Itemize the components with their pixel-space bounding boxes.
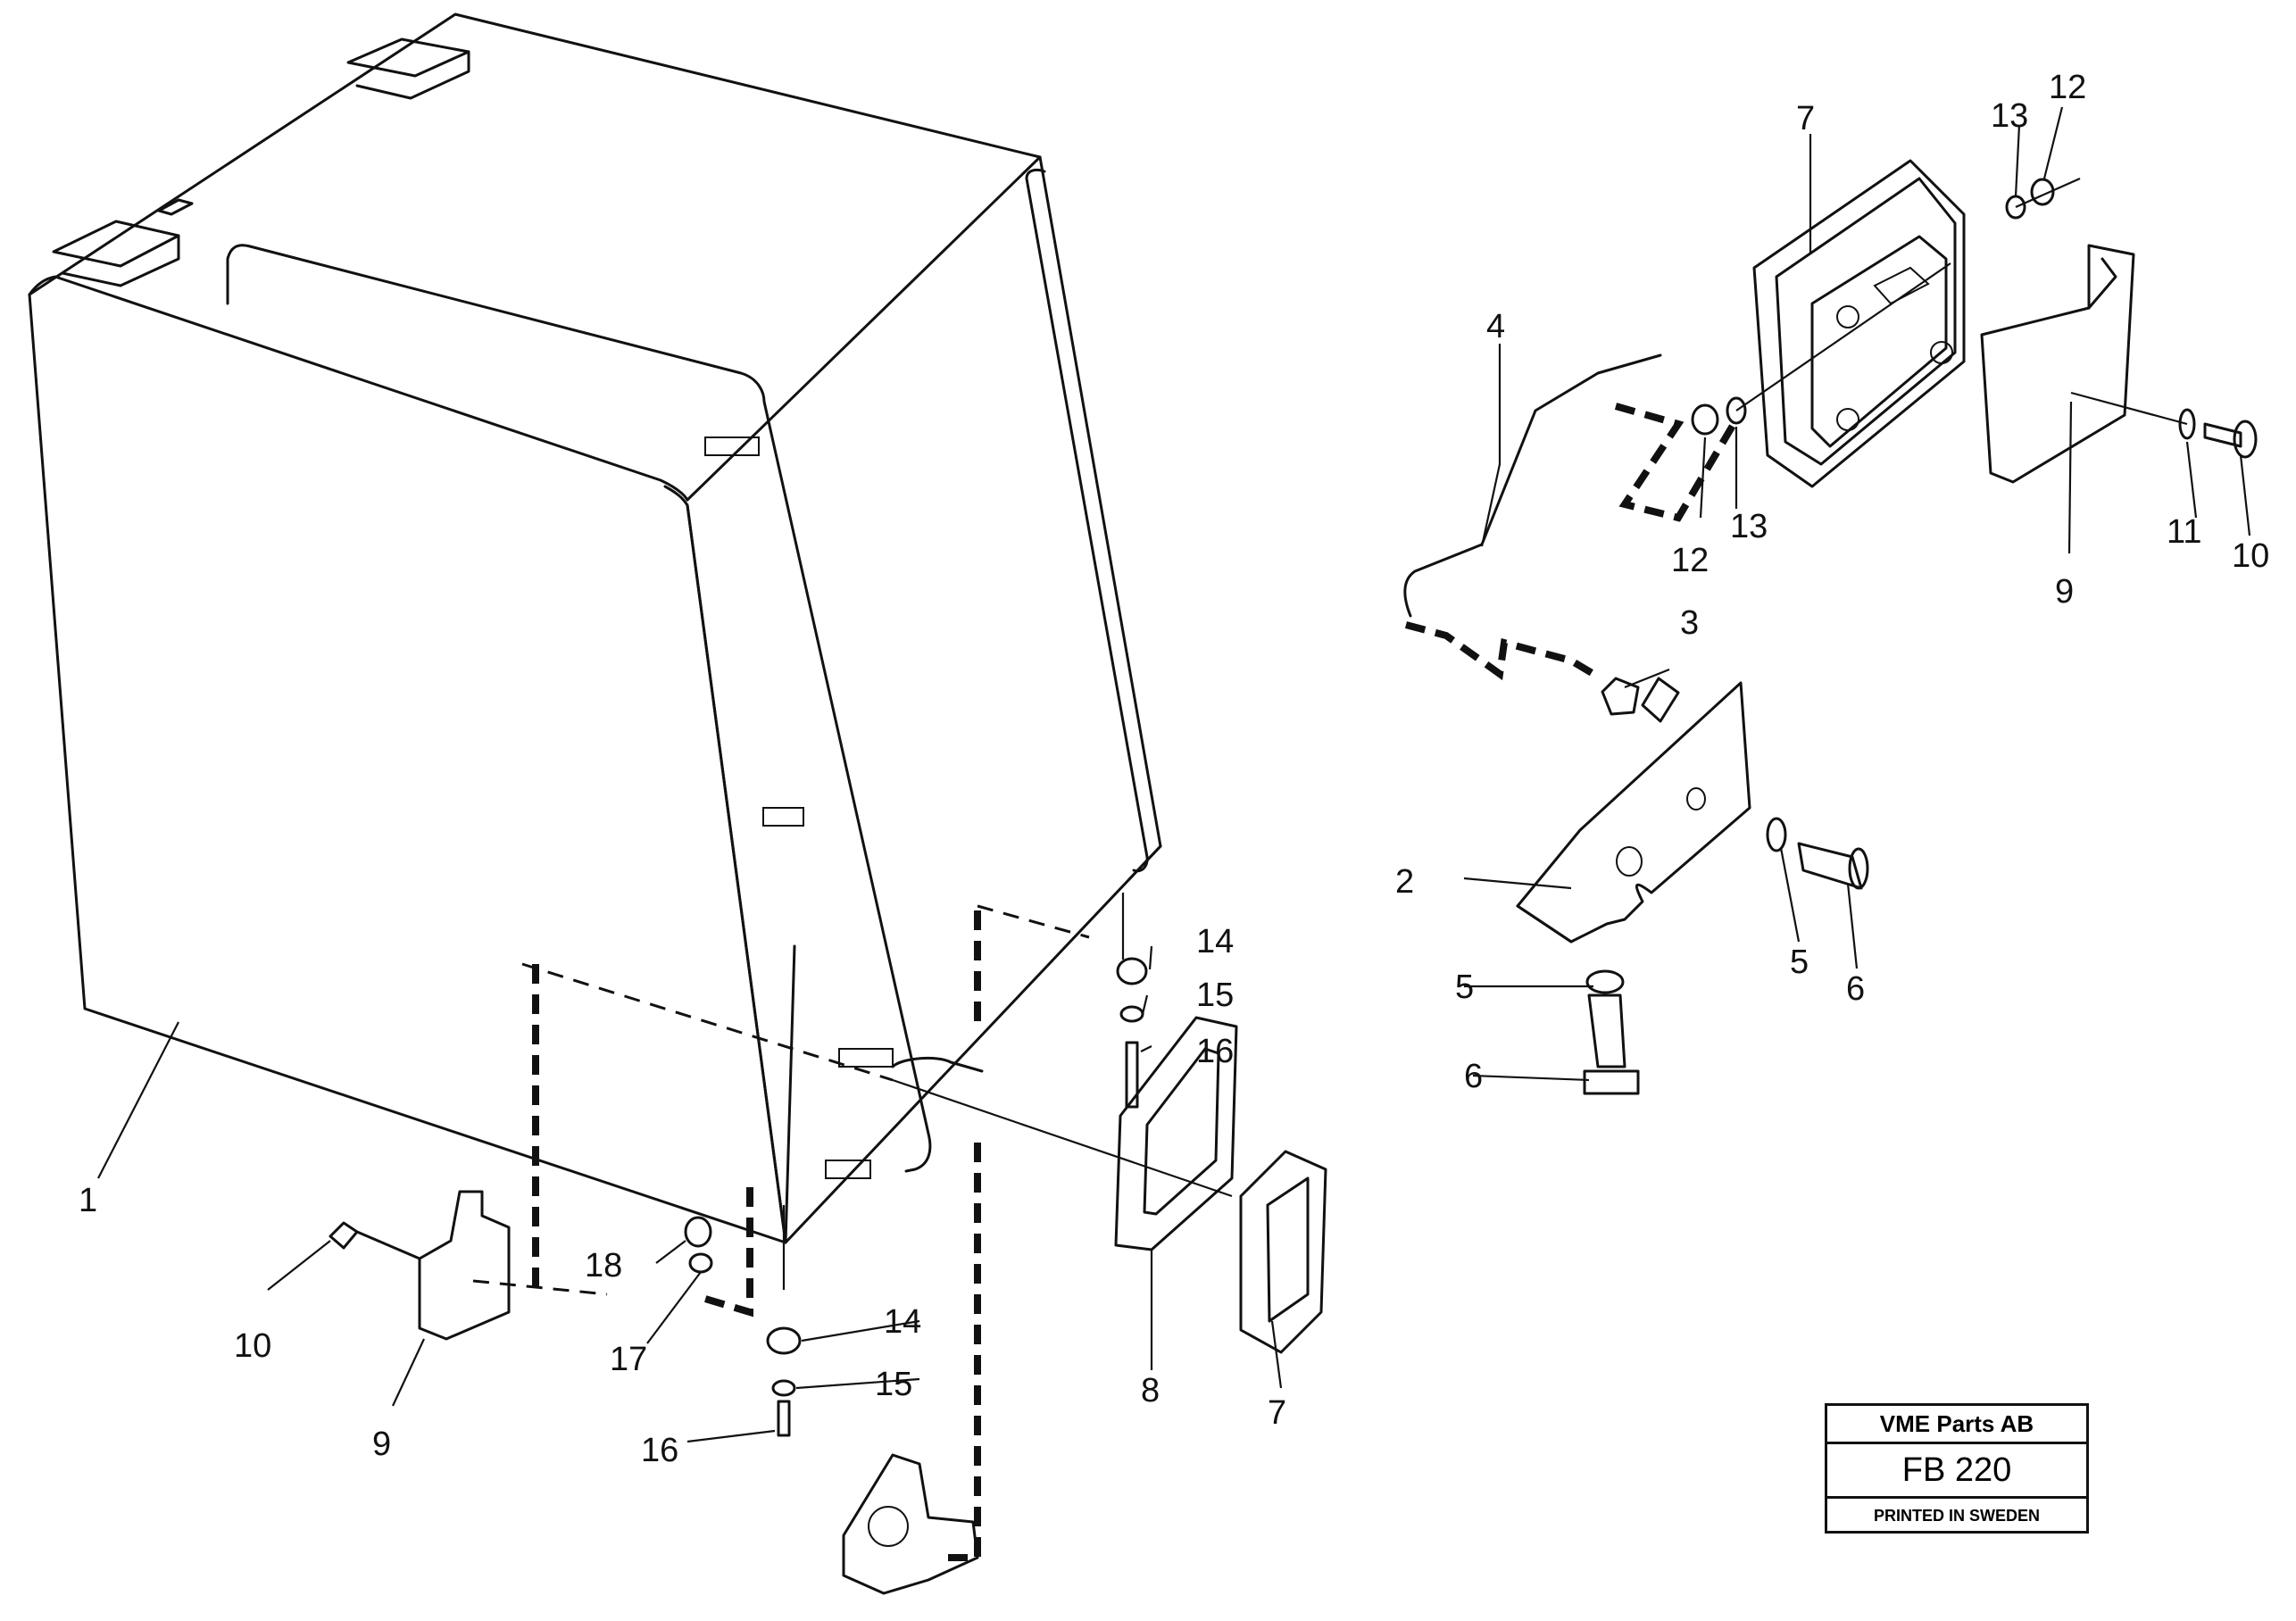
- callout-5-lower: 5: [1455, 968, 1474, 1006]
- callout-10-lower: 10: [234, 1327, 271, 1365]
- callout-16-lower: 16: [641, 1432, 678, 1469]
- plate-part-9-upper: [1980, 244, 2135, 484]
- washer-part-15-lower: [771, 1379, 796, 1397]
- callout-14-lower: 14: [884, 1303, 921, 1341]
- callout-16-upper: 16: [1196, 1033, 1234, 1070]
- callout-12-lower: 12: [1671, 542, 1709, 579]
- screw-part-16-upper: [1125, 1041, 1139, 1109]
- callout-9-upper: 9: [2055, 573, 2074, 611]
- callout-14-upper: 14: [1196, 923, 1234, 960]
- washer-part-15-upper: [1119, 1005, 1144, 1023]
- leader-lines: [97, 106, 2251, 1443]
- callout-15-upper: 15: [1196, 977, 1234, 1014]
- callout-10-upper: 10: [2232, 537, 2269, 575]
- screw-part-10-left: [329, 1221, 421, 1260]
- screw-part-16-lower: [777, 1400, 791, 1437]
- nut-part-12-upper: [2030, 178, 2055, 206]
- callout-5-right: 5: [1790, 944, 1809, 981]
- bolt-part-6-lower: [1583, 993, 1640, 1095]
- callout-17: 17: [610, 1341, 647, 1378]
- callout-6-lower: 6: [1464, 1058, 1483, 1095]
- screw-part-10-right: [2203, 420, 2258, 459]
- callout-9-lower: 9: [372, 1426, 391, 1463]
- washer-part-5-right: [1766, 817, 1787, 852]
- company-name: VME Parts AB: [1827, 1406, 2086, 1444]
- rod-part-4: [1403, 353, 1662, 618]
- callout-13-lower: 13: [1730, 508, 1768, 545]
- title-block: VME Parts AB FB 220 PRINTED IN SWEDEN: [1825, 1403, 2089, 1534]
- callout-7-upper: 7: [1796, 100, 1815, 137]
- washer-part-11: [2178, 408, 2196, 440]
- callout-1: 1: [79, 1182, 97, 1219]
- washer-part-17: [688, 1252, 713, 1274]
- printed-note: PRINTED IN SWEDEN: [1873, 1507, 2040, 1525]
- assembly-guide-lines: [472, 403, 1740, 1561]
- nut-part-12-lower: [1691, 403, 1719, 436]
- diagram-code: FB 220: [1827, 1444, 2086, 1499]
- holder-part-7-upper: [1752, 159, 1966, 488]
- callout-8: 8: [1141, 1372, 1160, 1409]
- callout-18: 18: [585, 1247, 622, 1284]
- callout-7-lower: 7: [1268, 1394, 1286, 1432]
- washer-part-5-lower: [1585, 969, 1625, 994]
- washer-part-13-lower: [1726, 396, 1747, 425]
- bracket-part-2: [1516, 681, 1751, 944]
- latch-bottom: [842, 1453, 979, 1595]
- callout-12-upper: 12: [2049, 69, 2086, 106]
- battery-box: [28, 12, 1162, 1244]
- grommet-part-14-upper: [1116, 957, 1148, 985]
- callout-4: 4: [1486, 308, 1505, 345]
- grommet-part-14-lower: [766, 1326, 802, 1355]
- callout-6-right: 6: [1846, 970, 1865, 1008]
- callout-11: 11: [2167, 513, 2201, 551]
- bracket-part-9-lower: [418, 1190, 511, 1341]
- callout-13-upper: 13: [1991, 97, 2028, 135]
- gasket-part-8: [1114, 1016, 1238, 1251]
- cover-part-7-lower: [1239, 1150, 1327, 1354]
- callout-3: 3: [1680, 604, 1699, 642]
- callout-15-lower: 15: [875, 1366, 912, 1403]
- callouts: 1 2 3 4 5 5 6 6 7 7 8 9 9 10 10 11 12 12…: [79, 69, 2269, 1469]
- callout-2: 2: [1395, 863, 1414, 901]
- nut-part-18: [684, 1216, 712, 1248]
- bolt-part-6-right: [1797, 842, 1869, 890]
- clip-part-3: [1601, 677, 1680, 723]
